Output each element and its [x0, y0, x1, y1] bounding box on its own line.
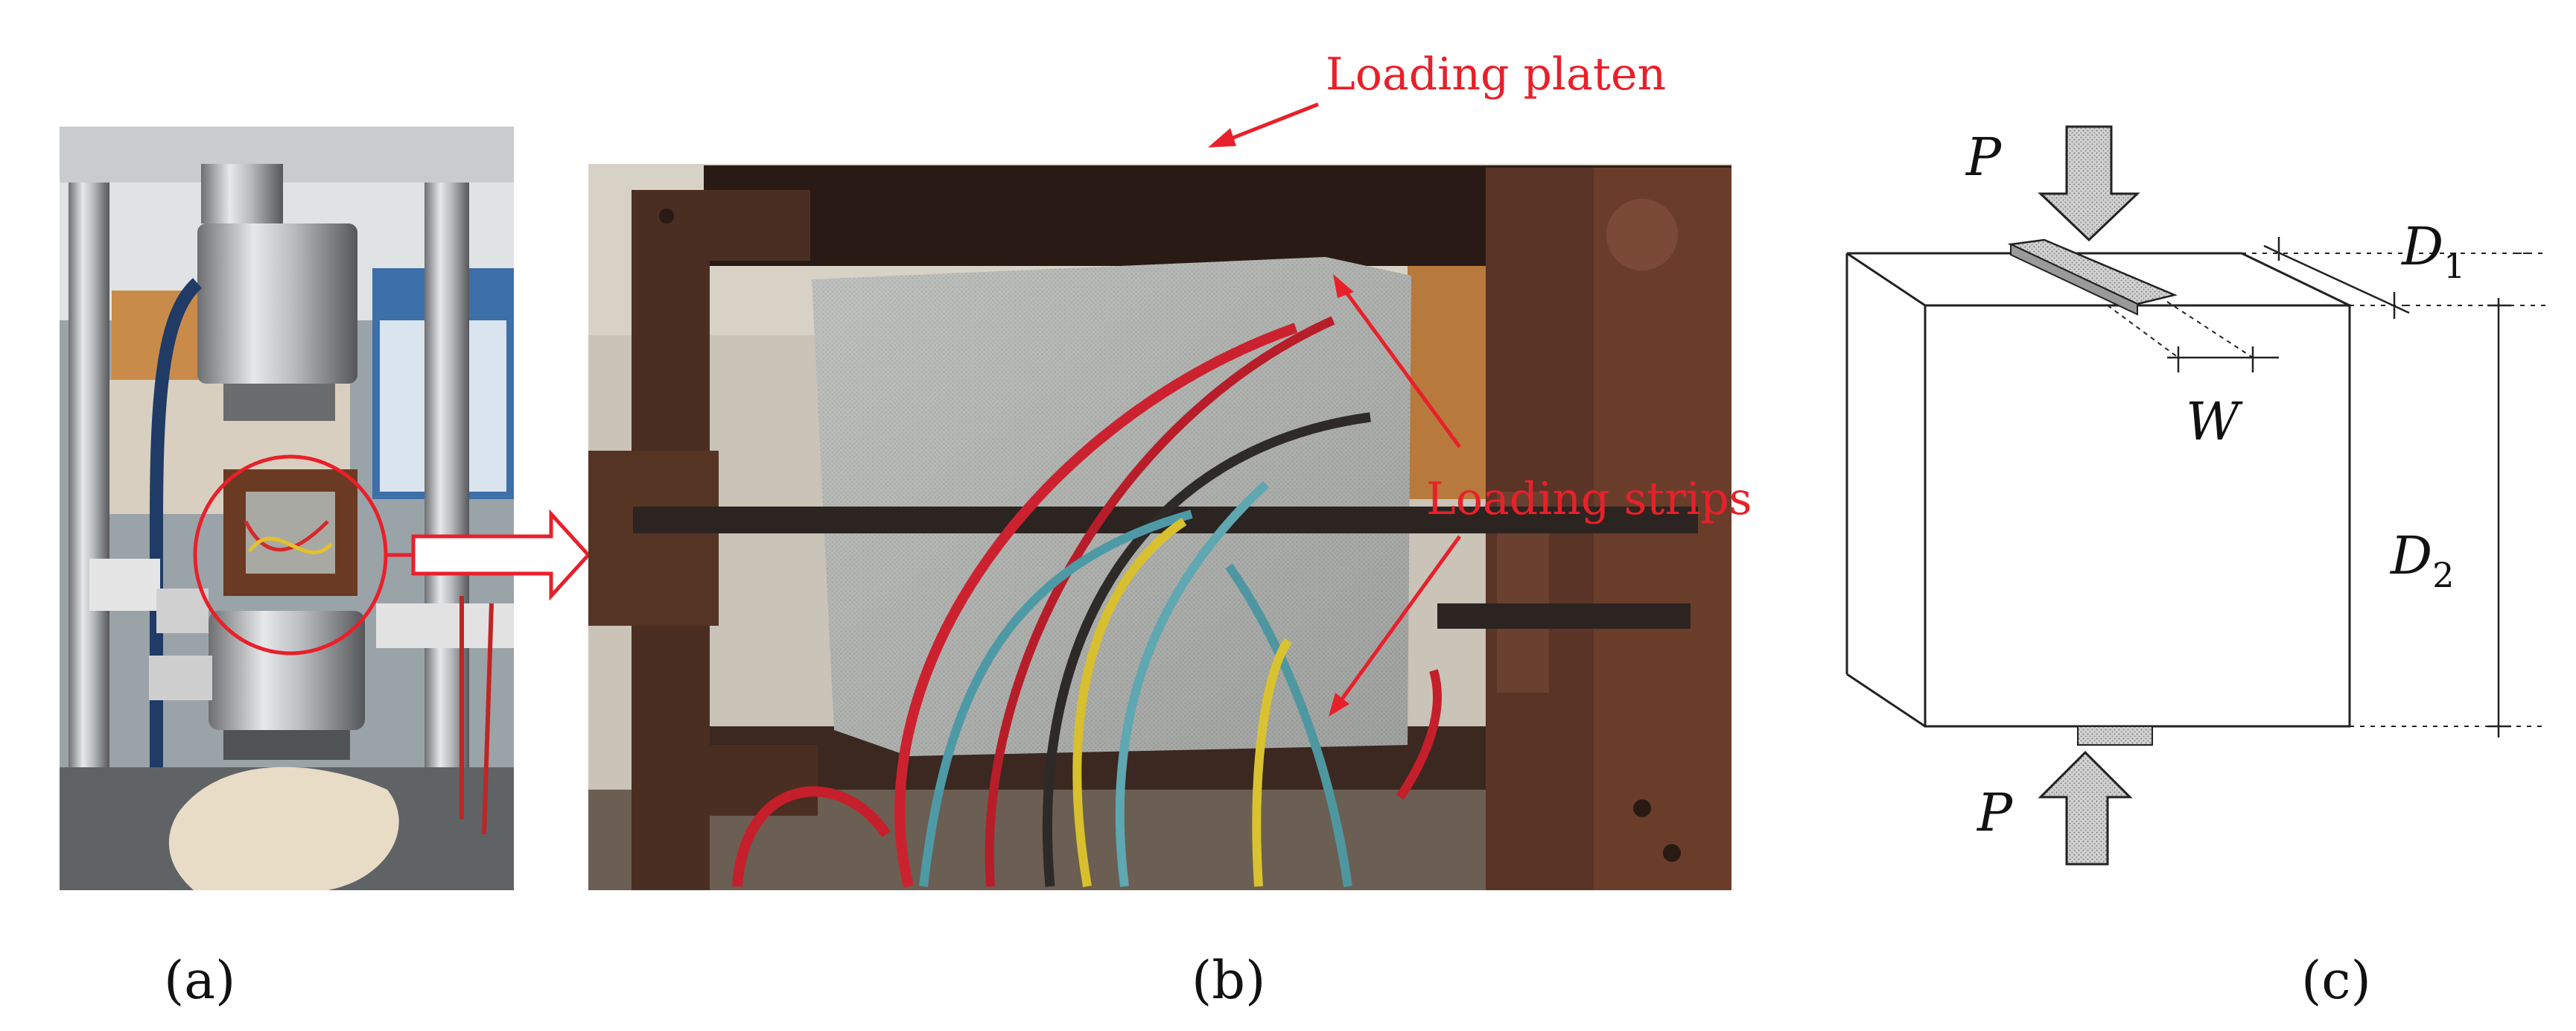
label-force-bottom: P — [1976, 782, 2014, 843]
photo-testing-machine — [60, 127, 514, 890]
label-width: W — [2186, 391, 2243, 452]
caption-c: (c) — [2301, 950, 2371, 1011]
caption-b: (b) — [1192, 950, 1265, 1011]
label-loading-strips: Loading strips — [1426, 473, 1752, 525]
photo-specimen-closeup — [588, 164, 1731, 890]
label-d2: D2 — [2389, 525, 2454, 595]
force-arrow-bottom — [2038, 750, 2133, 866]
force-arrow-top — [2038, 125, 2140, 242]
top-loading-strip — [2007, 238, 2178, 305]
annotation-loading-platen — [1208, 102, 1319, 147]
annotation-loading-strips — [1329, 274, 1462, 717]
label-d1: D1 — [2400, 216, 2465, 286]
schematic-splitting-test — [1845, 237, 2547, 746]
label-force-top: P — [1965, 127, 2003, 188]
label-loading-platen: Loading platen — [1326, 48, 1666, 101]
cube-front-face — [1924, 304, 2351, 728]
caption-a: (a) — [164, 950, 235, 1011]
bottom-loading-strip — [2077, 726, 2153, 746]
magnify-arrow — [411, 509, 591, 601]
